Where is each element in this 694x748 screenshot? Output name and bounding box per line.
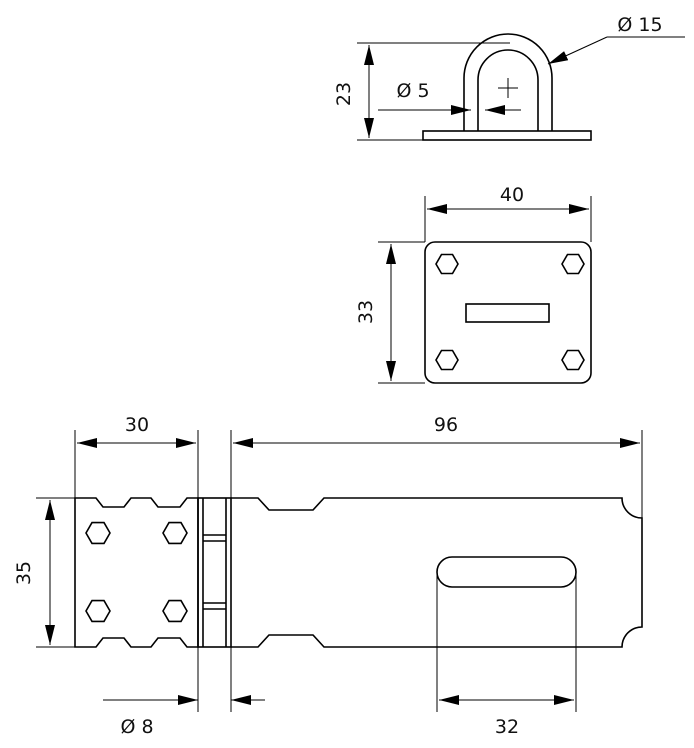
eye-height-label: 23 — [333, 82, 355, 106]
hasp-hinge — [197, 497, 232, 648]
staple-slot — [465, 303, 550, 323]
staple-plate-dimensions — [378, 196, 592, 384]
eye-staple-side-view — [422, 33, 592, 141]
hasp-fixed-leaf-length-label: 30 — [125, 414, 149, 436]
screw-head — [85, 599, 111, 623]
eye-outer-diameter-label: Ø 15 — [617, 14, 662, 36]
hasp-height-label: 35 — [13, 561, 35, 585]
hasp-slot — [436, 556, 577, 588]
staple-plate-front-view — [424, 241, 592, 384]
screw-head — [561, 349, 585, 371]
hasp-dimensions — [36, 430, 643, 712]
hasp-front-view — [74, 497, 643, 648]
screw-head — [435, 253, 459, 275]
staple-plate — [424, 241, 592, 384]
screw-head — [85, 521, 111, 545]
hasp-slot-length-label: 32 — [495, 716, 519, 738]
hasp-pin-diameter-label: Ø 8 — [120, 716, 153, 738]
screw-head — [435, 349, 459, 371]
staple-plate-width-label: 40 — [500, 184, 524, 206]
hasp-length-label: 96 — [434, 414, 458, 436]
eye-dimensions — [357, 36, 685, 141]
eye-base-plate — [422, 130, 592, 141]
hasp-screw-heads — [85, 521, 188, 623]
screw-head — [162, 521, 188, 545]
screw-head — [162, 599, 188, 623]
eye-inner-diameter-label: Ø 5 — [396, 80, 429, 102]
hasp-fixed-leaf — [74, 497, 199, 648]
hasp-leaf — [231, 497, 643, 648]
eye-loop-inner — [477, 49, 539, 131]
staple-screw-heads — [435, 253, 585, 371]
screw-head — [561, 253, 585, 275]
staple-plate-height-label: 33 — [355, 300, 377, 324]
